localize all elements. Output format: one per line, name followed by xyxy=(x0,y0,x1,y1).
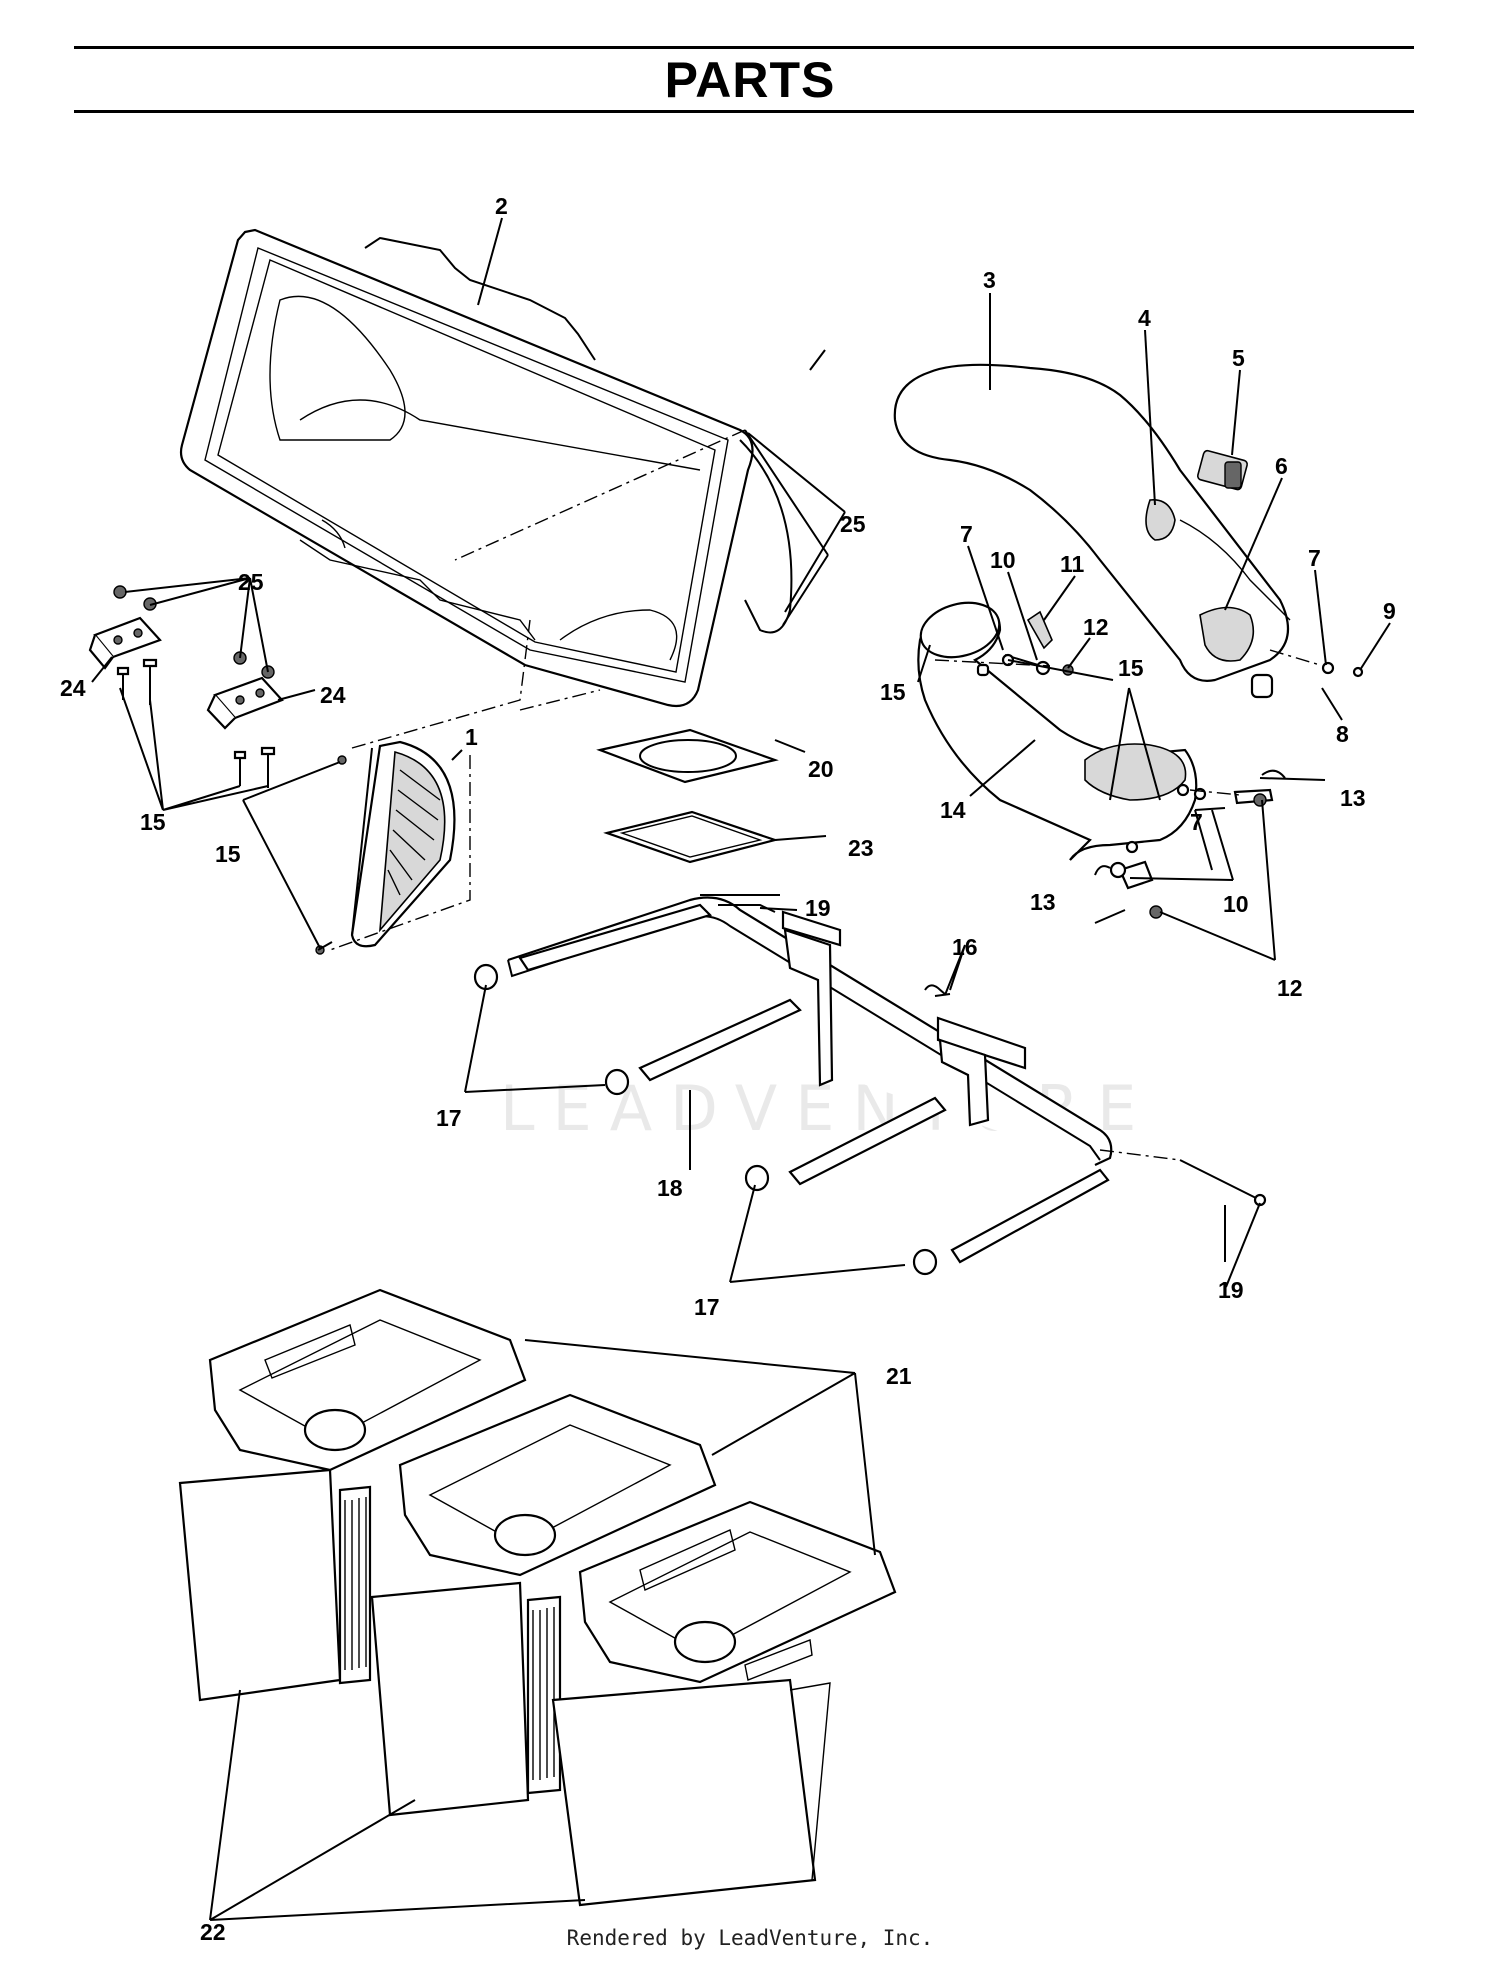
page-title: PARTS xyxy=(664,52,836,108)
callout-11: 11 xyxy=(1060,551,1085,577)
footer-credit: Rendered by LeadVenture, Inc. xyxy=(566,1926,934,1950)
callout-21: 21 xyxy=(886,1363,912,1389)
callout-17a: 17 xyxy=(436,1105,462,1131)
callout-4: 4 xyxy=(1138,305,1151,331)
part-frame xyxy=(473,894,1113,1276)
assembly-lines xyxy=(329,429,1321,1161)
part-bins xyxy=(178,1468,831,1907)
part-discharge-chute xyxy=(893,363,1291,699)
header-rule-bottom xyxy=(74,110,1414,113)
callout-25a: 25 xyxy=(840,511,866,537)
callout-18: 18 xyxy=(657,1175,683,1201)
callout-15a: 15 xyxy=(1118,655,1144,681)
callout-24b: 24 xyxy=(320,682,346,708)
callout-10b: 10 xyxy=(1223,891,1249,917)
part-bag-housing xyxy=(179,228,793,708)
callout-13b: 13 xyxy=(1030,889,1056,915)
callout-24a: 24 xyxy=(60,675,86,701)
part-plate xyxy=(603,810,779,864)
callout-14: 14 xyxy=(940,797,966,823)
part-bracket-right xyxy=(206,676,284,730)
callout-7a: 7 xyxy=(960,521,973,547)
callout-19b: 19 xyxy=(1218,1277,1244,1303)
callout-23: 23 xyxy=(848,835,874,861)
part-screen xyxy=(350,740,456,948)
callout-5: 5 xyxy=(1232,345,1245,371)
part-bag-inserts xyxy=(208,1288,897,1684)
callout-7b: 7 xyxy=(1308,545,1321,571)
part-bracket-left xyxy=(88,616,162,670)
leader-lines xyxy=(91,217,1391,1921)
callout-10a: 10 xyxy=(990,547,1016,573)
callout-12a: 12 xyxy=(1083,614,1109,640)
callout-1: 1 xyxy=(465,724,478,750)
header-rule-top xyxy=(74,46,1414,49)
callouts: 2 3 4 5 6 25 25 7 10 11 7 9 12 15 15 8 2… xyxy=(60,193,1396,1945)
callout-20: 20 xyxy=(808,756,834,782)
callout-16: 16 xyxy=(952,934,978,960)
part-gasket xyxy=(596,728,779,784)
part-chute-elbow xyxy=(917,601,1198,861)
callout-7c: 7 xyxy=(1190,809,1203,835)
callout-15d: 15 xyxy=(215,841,241,867)
callout-15c: 15 xyxy=(140,809,166,835)
callout-15b: 15 xyxy=(880,679,906,705)
callout-22: 22 xyxy=(200,1919,226,1945)
callout-17b: 17 xyxy=(694,1294,720,1320)
callout-12b: 12 xyxy=(1277,975,1303,1001)
callout-25b: 25 xyxy=(238,569,264,595)
callout-19a: 19 xyxy=(805,895,831,921)
callout-2: 2 xyxy=(495,193,508,219)
callout-6: 6 xyxy=(1275,453,1288,479)
callout-8: 8 xyxy=(1336,721,1349,747)
callout-3: 3 xyxy=(983,267,996,293)
callout-9: 9 xyxy=(1383,598,1396,624)
callout-13a: 13 xyxy=(1340,785,1366,811)
